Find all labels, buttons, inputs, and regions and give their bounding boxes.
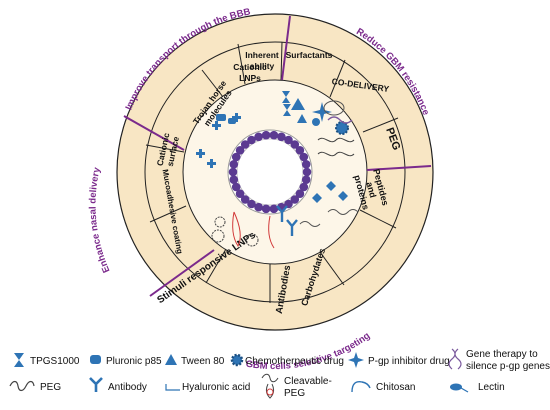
legend-label-gene-line-2: silence p-gp genes (466, 361, 550, 372)
segment-dividers (145, 41, 399, 303)
lipid-bead (235, 189, 245, 198)
legend-item-peg: PEG (9, 380, 61, 393)
lipid-bead (228, 167, 238, 177)
legend-label-antibody: Antibody (108, 382, 147, 393)
lipid-bead (247, 199, 256, 209)
lipid-bead (261, 204, 271, 214)
legend-label-gene-line-1: Gene therapy to (466, 349, 538, 360)
lipid-bead (269, 204, 279, 214)
legend-label-lectin: Lectin (478, 382, 505, 393)
quadrant-label-nasal: Enhance nasal delivery (88, 166, 113, 275)
middle-ring (144, 41, 406, 303)
pgp-inhibitor-icon (348, 352, 364, 368)
dna-icon (448, 348, 462, 370)
legend-item-antibody: Antibody (89, 377, 147, 393)
tween-icon (165, 354, 177, 365)
lipid-bead (235, 146, 245, 155)
legend-label-tpgs: TPGS1000 (30, 356, 80, 367)
legend: TPGS1000 Pluronic p85 Tween 80 Chemother… (9, 348, 550, 399)
legend-label-peg: PEG (40, 382, 61, 393)
legend-item-tween: Tween 80 (165, 354, 225, 367)
lipid-bead (299, 182, 309, 192)
lipid-bead (290, 195, 300, 204)
lipid-bead (229, 160, 239, 169)
pluronic-icon (90, 355, 101, 364)
legend-item-pgp: P-gp inhibitor drug (348, 352, 450, 368)
legend-item-tpgs: TPGS1000 (14, 353, 80, 367)
segment-label-cationic-lnps-line-1: Cationic (233, 62, 267, 72)
nanoparticle (227, 129, 313, 215)
legend-label-cleavable-line-1: Cleavable- (284, 376, 332, 387)
lipid-bead (277, 132, 286, 142)
legend-item-cleavable: Cleavable- PEG (261, 373, 332, 399)
legend-label-pgp: P-gp inhibitor drug (368, 356, 450, 367)
chemo-drug-icon (230, 353, 244, 367)
surface-decorations (196, 91, 359, 249)
lipid-bead (269, 130, 279, 140)
chitosan-icon (351, 381, 371, 393)
antibody-icon (89, 377, 103, 392)
legend-label-cleavable-line-2: PEG (284, 388, 305, 399)
lipid-bead (229, 175, 239, 184)
tpgs-icon (14, 353, 24, 367)
legend-item-pluronic: Pluronic p85 (90, 355, 162, 367)
segment-label-surfactants: Surfactants (286, 50, 333, 60)
lectin-icon-tail (460, 387, 469, 393)
lipid-bead (261, 130, 271, 140)
lipid-bead (295, 146, 305, 155)
legend-label-chemo: Chemotherpeutic drug (245, 356, 344, 367)
legend-item-chemo: Chemotherpeutic drug (230, 353, 344, 367)
legend-item-hyaluronic: Hyaluronic acid (165, 382, 250, 393)
segment-label-peptides-line-2: and (364, 181, 378, 199)
lipid-bead (290, 140, 300, 149)
lipid-bead (299, 152, 309, 162)
lectin-icon (450, 383, 462, 391)
lipid-bead (240, 195, 250, 204)
lipid-bead (302, 167, 312, 177)
legend-label-chitosan: Chitosan (376, 382, 415, 393)
legend-item-lectin: Lectin (450, 382, 505, 393)
segment-label-inherent-line-1: Inherent (245, 50, 279, 60)
lipid-bead (231, 152, 241, 162)
lipid-bead (254, 132, 263, 142)
lipid-bead (295, 189, 305, 198)
cleavable-peg-icon (261, 373, 279, 399)
lipid-bead (240, 140, 250, 149)
lipid-bead (284, 135, 293, 145)
cleavable-peg-icon-loop (266, 388, 274, 396)
hyaluronic-acid-icon (165, 384, 180, 391)
quadrant-separators (123, 15, 432, 297)
legend-item-chitosan: Chitosan (351, 381, 415, 393)
segment-label-cationic-lnps-line-2: LNPs (239, 73, 261, 83)
segment-label-inherent-line-2: ability (250, 61, 275, 71)
legend-item-gene: Gene therapy to silence p-gp genes (448, 348, 550, 372)
lipid-bead (231, 182, 241, 192)
legend-label-hyaluronic: Hyaluronic acid (182, 382, 250, 393)
lipid-head-beads (228, 130, 312, 214)
peg-coil-icon (9, 380, 35, 392)
legend-label-tween: Tween 80 (181, 356, 225, 367)
lipid-bead (301, 175, 311, 184)
lipid-bead (301, 160, 311, 169)
lipid-bead (247, 135, 256, 145)
lipid-bead (254, 202, 263, 212)
legend-label-pluronic: Pluronic p85 (106, 356, 162, 367)
